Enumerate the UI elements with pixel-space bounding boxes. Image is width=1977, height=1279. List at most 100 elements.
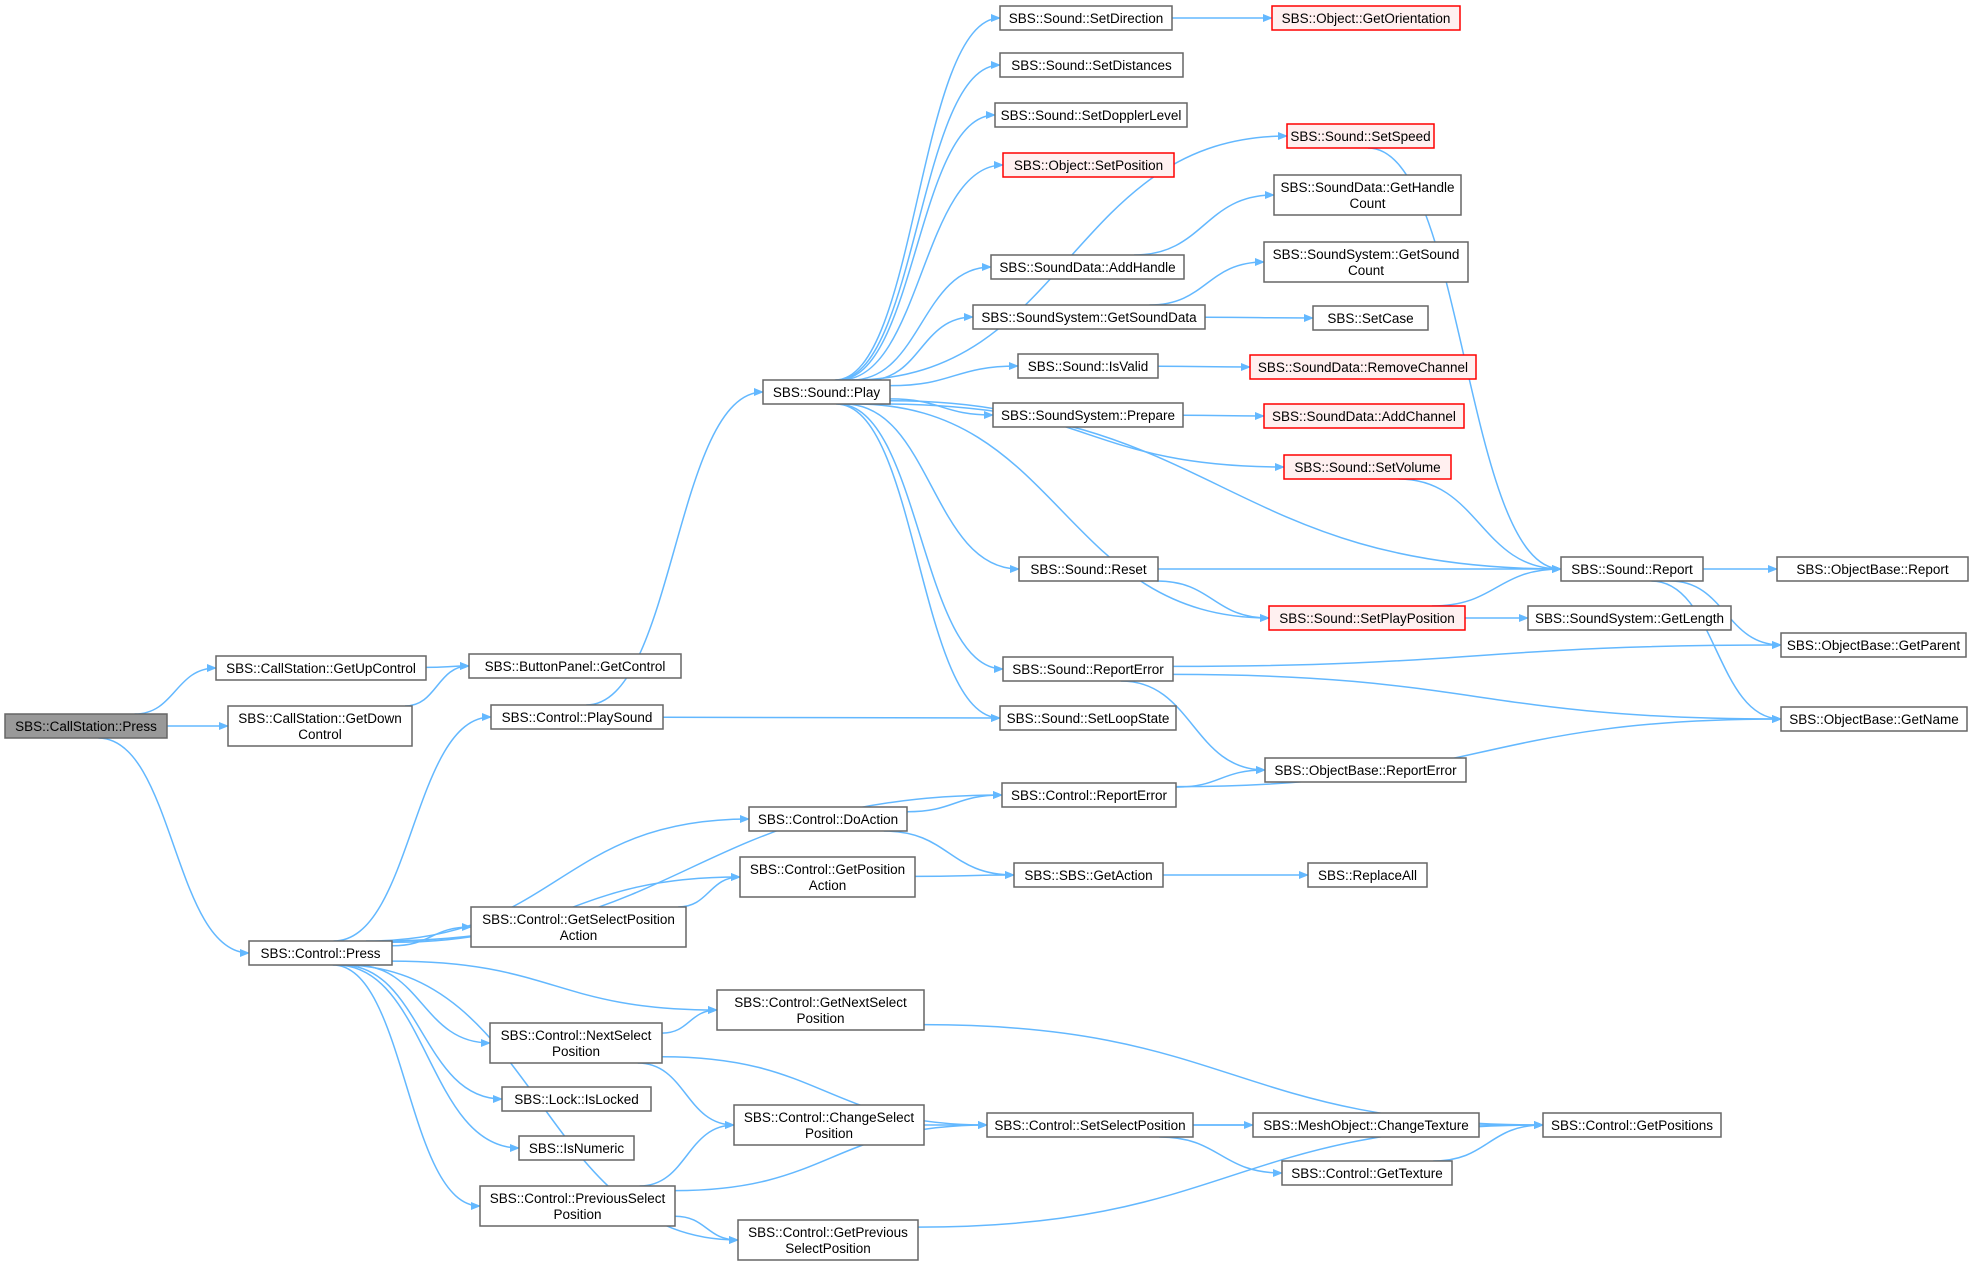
node-box[interactable]: [1776, 556, 1969, 582]
node-box[interactable]: [1002, 656, 1174, 682]
node-box[interactable]: [470, 906, 687, 948]
node-box[interactable]: [1013, 862, 1164, 888]
node-box[interactable]: [1560, 556, 1704, 582]
node-box[interactable]: [1252, 1112, 1480, 1138]
node-getaction[interactable]: SBS::SBS::GetAction: [1013, 862, 1164, 888]
node-box[interactable]: [716, 989, 925, 1031]
node-setplayposition[interactable]: SBS::Sound::SetPlayPosition: [1268, 605, 1466, 631]
node-getlength[interactable]: SBS::SoundSystem::GetLength: [1527, 605, 1732, 631]
node-box[interactable]: [1263, 241, 1469, 283]
node-doaction[interactable]: SBS::Control::DoAction: [748, 806, 908, 832]
node-sound-play[interactable]: SBS::Sound::Play: [762, 379, 891, 405]
node-box[interactable]: [1263, 403, 1465, 429]
node-gettexture[interactable]: SBS::Control::GetTexture: [1281, 1160, 1453, 1186]
node-box[interactable]: [748, 806, 908, 832]
node-box[interactable]: [990, 254, 1185, 280]
node-getsounddata[interactable]: SBS::SoundSystem::GetSoundData: [972, 304, 1206, 330]
node-addchannel[interactable]: SBS::SoundData::AddChannel: [1263, 403, 1465, 429]
node-box[interactable]: [1268, 605, 1466, 631]
node-changetexture[interactable]: SBS::MeshObject::ChangeTexture: [1252, 1112, 1480, 1138]
node-getorientation[interactable]: SBS::Object::GetOrientation: [1271, 5, 1461, 31]
node-box[interactable]: [972, 304, 1206, 330]
node-replaceall[interactable]: SBS::ReplaceAll: [1307, 862, 1428, 888]
node-box[interactable]: [468, 653, 682, 679]
node-bp-getcontrol[interactable]: SBS::ButtonPanel::GetControl: [468, 653, 682, 679]
node-box[interactable]: [1273, 174, 1462, 216]
node-box[interactable]: [1283, 454, 1452, 480]
node-box[interactable]: [1271, 5, 1461, 31]
node-box[interactable]: [999, 5, 1173, 31]
node-setdirection[interactable]: SBS::Sound::SetDirection: [999, 5, 1173, 31]
node-box[interactable]: [1001, 782, 1177, 808]
node-box[interactable]: [739, 856, 916, 898]
node-sound-report[interactable]: SBS::Sound::Report: [1560, 556, 1704, 582]
node-box[interactable]: [4, 713, 168, 739]
node-setloopstate[interactable]: SBS::Sound::SetLoopState: [999, 705, 1177, 731]
node-box[interactable]: [762, 379, 891, 405]
node-box[interactable]: [1002, 152, 1175, 178]
node-reset[interactable]: SBS::Sound::Reset: [1018, 556, 1159, 582]
node-box[interactable]: [999, 52, 1184, 78]
node-box[interactable]: [1249, 354, 1477, 380]
node-box[interactable]: [489, 1022, 663, 1064]
node-ctrl-reporterror[interactable]: SBS::Control::ReportError: [1001, 782, 1177, 808]
node-box[interactable]: [1281, 1160, 1453, 1186]
node-sound-reporterror[interactable]: SBS::Sound::ReportError: [1002, 656, 1174, 682]
node-box[interactable]: [733, 1104, 925, 1146]
node-box[interactable]: [1264, 757, 1467, 783]
node-setcase[interactable]: SBS::SetCase: [1312, 305, 1429, 331]
node-ob-reporterror[interactable]: SBS::ObjectBase::ReportError: [1264, 757, 1467, 783]
node-isnumeric[interactable]: SBS::IsNumeric: [518, 1135, 635, 1161]
node-ctrl-press[interactable]: SBS::Control::Press: [248, 940, 393, 966]
node-setspeed[interactable]: SBS::Sound::SetSpeed: [1286, 123, 1435, 149]
node-box[interactable]: [1017, 353, 1159, 379]
node-box[interactable]: [999, 705, 1177, 731]
node-addhandle[interactable]: SBS::SoundData::AddHandle: [990, 254, 1185, 280]
node-isvalid[interactable]: SBS::Sound::IsValid: [1017, 353, 1159, 379]
node-islocked[interactable]: SBS::Lock::IsLocked: [501, 1086, 652, 1112]
node-box[interactable]: [215, 655, 427, 681]
node-ob-getname[interactable]: SBS::ObjectBase::GetName: [1780, 706, 1968, 732]
node-obj-setposition[interactable]: SBS::Object::SetPosition: [1002, 152, 1175, 178]
node-box[interactable]: [1527, 605, 1732, 631]
node-removechannel[interactable]: SBS::SoundData::RemoveChannel: [1249, 354, 1477, 380]
node-getpositions[interactable]: SBS::Control::GetPositions: [1542, 1112, 1722, 1138]
node-box[interactable]: [518, 1135, 635, 1161]
node-box[interactable]: [737, 1219, 919, 1261]
node-getup[interactable]: SBS::CallStation::GetUpControl: [215, 655, 427, 681]
node-box[interactable]: [1312, 305, 1429, 331]
node-box[interactable]: [227, 705, 413, 747]
node-press-cs[interactable]: SBS::CallStation::Press: [4, 713, 168, 739]
node-box[interactable]: [1286, 123, 1435, 149]
node-box[interactable]: [490, 704, 664, 730]
node-setselectposition[interactable]: SBS::Control::SetSelectPosition: [986, 1112, 1194, 1138]
node-ob-getparent[interactable]: SBS::ObjectBase::GetParent: [1780, 632, 1967, 658]
node-ob-report[interactable]: SBS::ObjectBase::Report: [1776, 556, 1969, 582]
node-setdoppler[interactable]: SBS::Sound::SetDopplerLevel: [994, 102, 1188, 128]
node-box[interactable]: [501, 1086, 652, 1112]
node-box[interactable]: [1307, 862, 1428, 888]
node-box[interactable]: [479, 1185, 676, 1227]
node-box[interactable]: [992, 402, 1184, 428]
node-box[interactable]: [1018, 556, 1159, 582]
node-box[interactable]: [248, 940, 393, 966]
node-prepare[interactable]: SBS::SoundSystem::Prepare: [992, 402, 1184, 428]
node-box[interactable]: [986, 1112, 1194, 1138]
node-setdistances[interactable]: SBS::Sound::SetDistances: [999, 52, 1184, 78]
node-setvolume[interactable]: SBS::Sound::SetVolume: [1283, 454, 1452, 480]
node-ctrl-playsound[interactable]: SBS::Control::PlaySound: [490, 704, 664, 730]
node-box[interactable]: [1780, 706, 1968, 732]
node-box[interactable]: [1542, 1112, 1722, 1138]
node-box[interactable]: [1780, 632, 1967, 658]
node-box[interactable]: [994, 102, 1188, 128]
